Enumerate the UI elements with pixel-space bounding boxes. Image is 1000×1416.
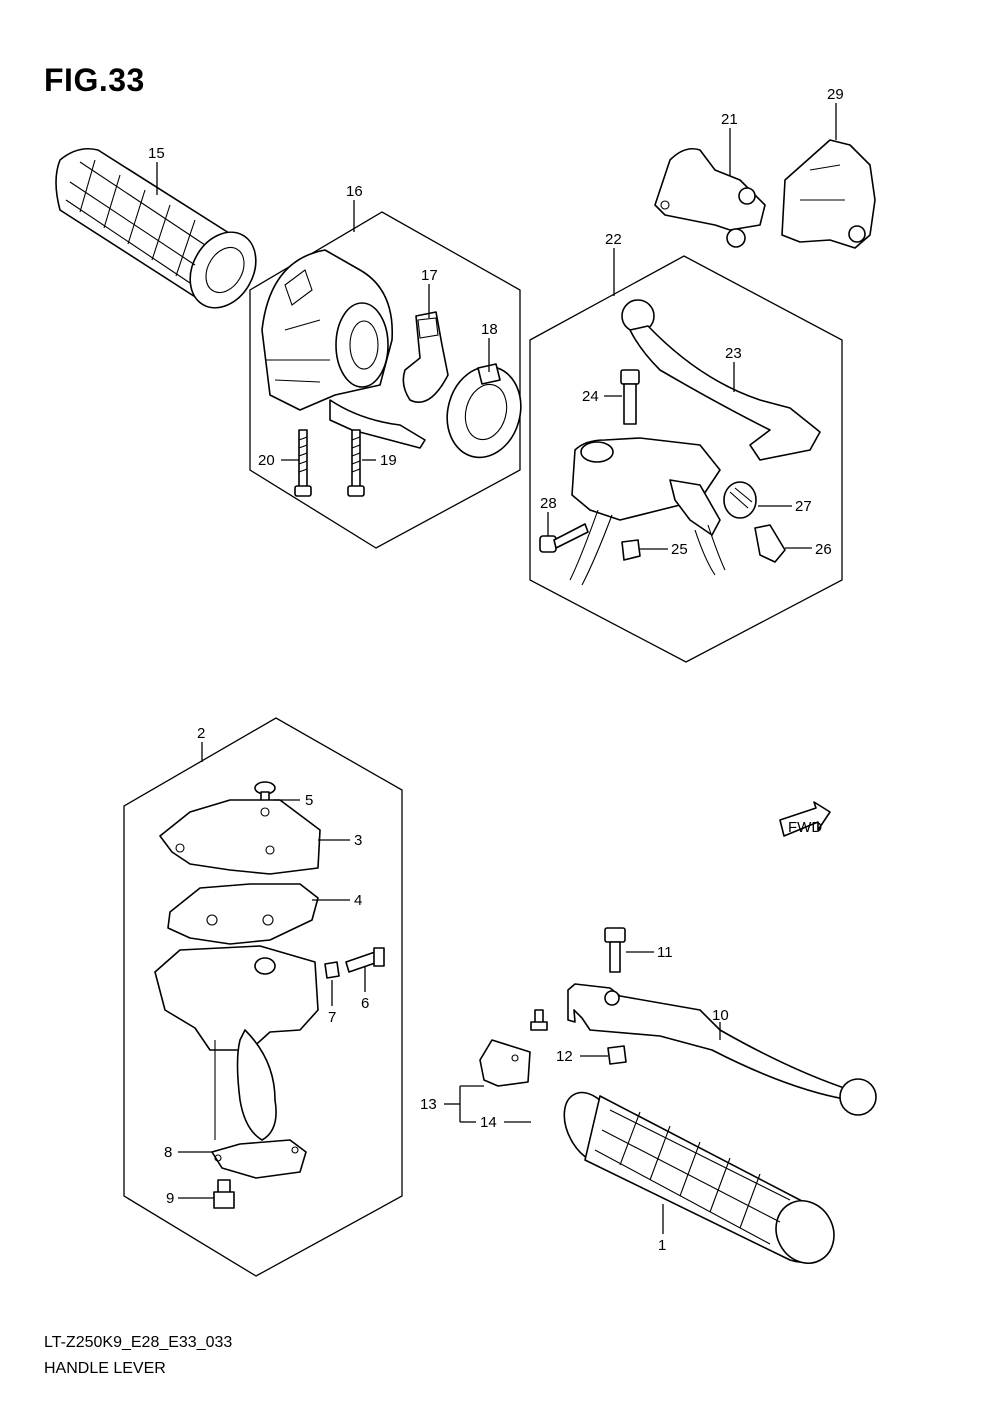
callout-14: 14 (480, 1114, 497, 1131)
callout-25: 25 (671, 541, 688, 558)
leader-lines (156, 103, 837, 1234)
screw-20 (294, 429, 312, 497)
screw-14 (530, 1009, 548, 1031)
master-cylinder-22 (569, 437, 726, 586)
callout-3: 3 (354, 832, 362, 849)
callout-23: 23 (725, 345, 742, 362)
switch-housing-16 (261, 249, 426, 449)
callout-6: 6 (361, 995, 369, 1012)
callout-15: 15 (148, 145, 165, 162)
callout-1: 1 (658, 1237, 666, 1254)
nut-12 (607, 1045, 627, 1065)
figure-name: HANDLE LEVER (44, 1360, 166, 1377)
cover-3 (159, 799, 321, 875)
callout-4: 4 (354, 892, 362, 909)
callout-7: 7 (328, 1009, 336, 1026)
bracket-21 (654, 147, 766, 248)
callout-13: 13 (420, 1096, 437, 1113)
callout-20: 20 (258, 452, 275, 469)
callout-18: 18 (481, 321, 498, 338)
callout-2: 2 (197, 725, 205, 742)
housing-body-2 (154, 945, 319, 1141)
clutch-lever-10 (567, 983, 877, 1116)
bolt-6 (345, 947, 385, 973)
callout-19: 19 (380, 452, 397, 469)
grip-left-15 (55, 147, 257, 309)
figure-code: LT-Z250K9_E28_E33_033 (44, 1334, 233, 1351)
figure-title: FIG.33 (44, 62, 145, 98)
ring-18 (446, 363, 522, 459)
group-box-22 (529, 255, 843, 663)
clamp-17 (402, 311, 449, 403)
callout-17: 17 (421, 267, 438, 284)
cover-29 (781, 139, 876, 249)
grip-right-1 (563, 1091, 835, 1264)
group-box-16 (249, 211, 521, 549)
nut-25 (621, 539, 641, 561)
brake-switch-13 (479, 1039, 531, 1087)
callout-26: 26 (815, 541, 832, 558)
screw-19 (347, 429, 365, 497)
cap-27 (723, 481, 757, 519)
callout-27: 27 (795, 498, 812, 515)
callout-9: 9 (166, 1190, 174, 1207)
pivot-bolt-24 (620, 369, 640, 425)
callout-28: 28 (540, 495, 557, 512)
callout-29: 29 (827, 86, 844, 103)
gasket-4 (167, 883, 319, 945)
fwd-label: FWD (788, 819, 822, 836)
nut-7 (324, 961, 340, 979)
plate-8 (211, 1139, 307, 1179)
callout-8: 8 (164, 1144, 172, 1161)
callout-21: 21 (721, 111, 738, 128)
fwd-arrow: FWD (779, 801, 831, 837)
callout-24: 24 (582, 388, 599, 405)
callout-22: 22 (605, 231, 622, 248)
group-box-2 (123, 717, 403, 1277)
bolt-9 (213, 1179, 235, 1209)
switch-26 (754, 524, 786, 563)
callout-10: 10 (712, 1007, 729, 1024)
callout-16: 16 (346, 183, 363, 200)
callout-11: 11 (657, 944, 673, 961)
bolt-28 (539, 523, 589, 553)
bolt-11 (604, 927, 626, 973)
callout-numbers: 15 16 17 18 19 20 21 29 22 23 24 25 26 2… (148, 86, 844, 1254)
callout-5: 5 (305, 792, 313, 809)
brake-lever-23 (621, 299, 821, 461)
callout-12: 12 (556, 1048, 573, 1065)
